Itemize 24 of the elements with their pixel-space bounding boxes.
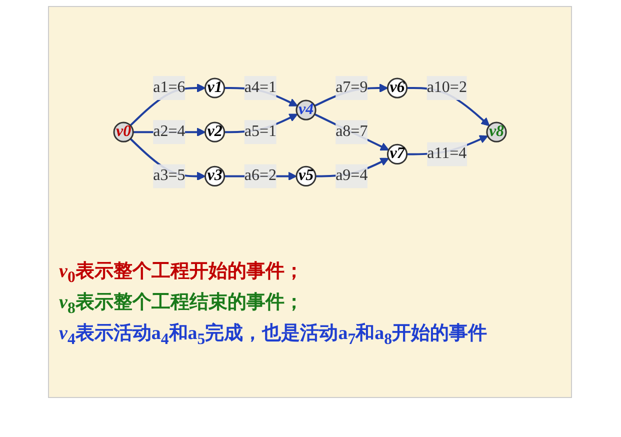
edge-label: a9=4	[336, 167, 368, 184]
node-circle	[113, 122, 134, 142]
edge-label: a2=4	[153, 123, 186, 140]
node-circle	[204, 78, 226, 98]
node-circle	[486, 122, 507, 142]
node-circle	[204, 166, 226, 186]
edge-label: a4=1	[244, 78, 276, 96]
node-circle	[296, 100, 316, 120]
edge-label: a5=1	[244, 123, 276, 140]
note-text: v$_{0}$表示整个工程开始的事件；	[59, 260, 304, 288]
note-text: v$_{8}$表示整个工程结束的事件；	[59, 290, 304, 319]
edge-label: a6=2	[244, 167, 276, 184]
edge-label: a10=2	[426, 78, 467, 96]
edge-label: a11=4	[427, 145, 467, 162]
edge-label: a3=5	[153, 167, 186, 184]
node-circle	[386, 144, 408, 164]
edge-label: a8=7	[336, 123, 368, 140]
note-text: v$_{4}$表示活动a$_{4}$和a$_{5}$完成，也是活动a$_{7}$和a$_{8}$开始的事件	[59, 322, 488, 350]
node-circle	[204, 122, 226, 142]
arrow	[314, 113, 390, 150]
node-circle	[386, 78, 408, 98]
edge-label: a7=9	[336, 78, 368, 96]
node-circle	[296, 166, 316, 186]
edge-label: a1=6	[153, 78, 186, 96]
